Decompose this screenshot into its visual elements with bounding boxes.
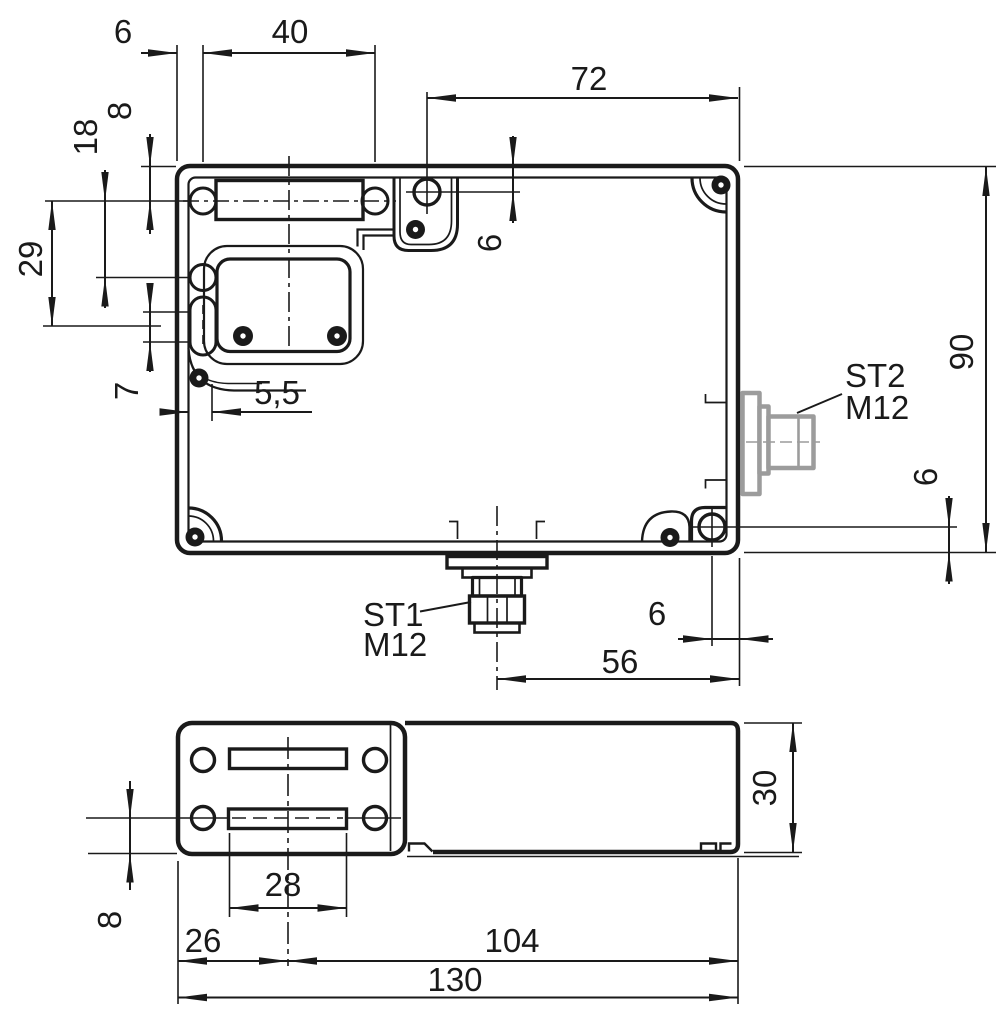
st2-thread-label: M12 — [845, 389, 909, 426]
mounting-hole-top — [412, 177, 442, 207]
dim-label-8-bottom: 8 — [91, 911, 128, 929]
dimension-labels-bottom-view: 8 28 26 104 130 30 — [91, 770, 783, 998]
body-outline — [405, 720, 799, 858]
dim-label-40: 40 — [272, 13, 309, 50]
dim-label-7: 7 — [108, 382, 145, 400]
st1-leader-line — [419, 601, 472, 613]
corner-boss-bottom-left — [185, 506, 224, 547]
dim-label-6-right: 6 — [907, 468, 944, 486]
recess-boss-left — [187, 347, 306, 392]
notch-detail — [699, 842, 718, 852]
dim-label-8: 8 — [101, 102, 138, 120]
dimension-labels-top-view: 6 40 72 8 18 29 7 5,5 6 90 6 56 6 — [12, 13, 980, 680]
connector-callouts: ST2 M12 ST1 M12 — [363, 357, 909, 663]
st1-connector — [445, 506, 549, 690]
dim-label-6-top: 6 — [471, 234, 508, 252]
head-outline — [175, 720, 408, 857]
recess-step-wall — [356, 228, 394, 250]
st2-connector — [704, 390, 820, 497]
st2-flange — [740, 390, 762, 497]
dim-label-90: 90 — [943, 334, 980, 371]
hidden-edge-mark — [535, 520, 545, 539]
head-features — [86, 737, 401, 966]
hidden-edge-mark — [704, 394, 727, 404]
dimension-lines-top-view — [48, 49, 990, 683]
dim-label-26: 26 — [185, 922, 222, 959]
dim-label-6-bottom: 6 — [648, 595, 666, 632]
dim-label-130: 130 — [427, 961, 482, 998]
step-detail — [407, 842, 434, 853]
hidden-edge-mark — [704, 479, 727, 489]
notch-detail — [719, 842, 732, 852]
dim-label-6-edge-to-hole: 6 — [114, 13, 132, 50]
st1-label: ST1 — [363, 596, 424, 633]
dim-label-28: 28 — [265, 866, 302, 903]
corner-boss-top-right — [690, 175, 731, 214]
st1-thread-label: M12 — [363, 626, 427, 663]
st2-leader-line — [796, 393, 843, 414]
dim-label-72: 72 — [571, 60, 608, 97]
st2-label: ST2 — [845, 357, 906, 394]
dim-label-29: 29 — [12, 241, 49, 278]
dim-label-18: 18 — [67, 119, 104, 156]
actuator-pocket — [202, 244, 365, 366]
top-view: 6 40 72 8 18 29 7 5,5 6 90 6 56 6 ST2 M1… — [12, 13, 996, 690]
dimension-lines-bottom-view — [126, 723, 797, 1002]
oblong-slot — [188, 295, 218, 357]
mounting-boss-top — [392, 92, 520, 252]
label-plate — [183, 156, 396, 352]
extension-lines-bottom-view — [88, 722, 802, 1004]
bottom-view: 8 28 26 104 130 30 — [86, 720, 802, 1004]
hole — [361, 746, 389, 774]
hole — [189, 746, 217, 774]
dim-label-104: 104 — [484, 922, 539, 959]
hidden-edge-mark — [449, 520, 459, 539]
dim-label-56: 56 — [602, 643, 639, 680]
dim-label-30: 30 — [746, 770, 783, 807]
dim-label-5-5: 5,5 — [254, 374, 300, 411]
